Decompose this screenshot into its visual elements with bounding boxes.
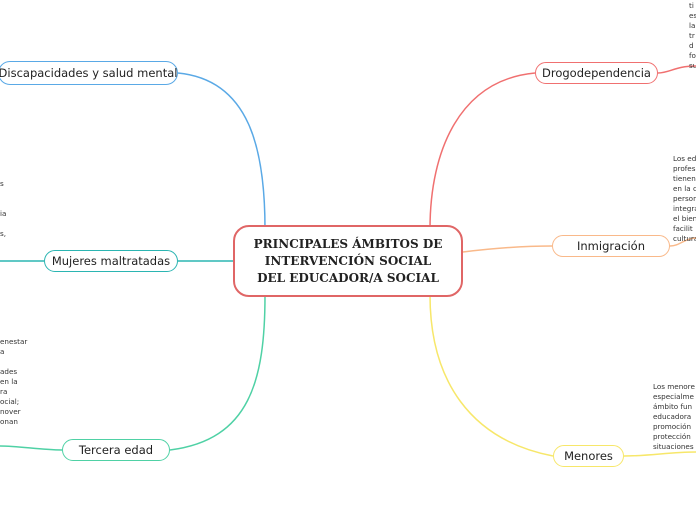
note-line: el bien: [673, 214, 696, 223]
topic-drogodependencia[interactable]: Drogodependencia: [535, 62, 658, 84]
note-line: Los menore: [653, 382, 695, 391]
topic-inmigracion-label: Inmigración: [577, 239, 645, 253]
central-title-line-2: INTERVENCIÓN SOCIAL: [264, 253, 432, 268]
note-line: ia: [0, 209, 7, 218]
note-mujeres: s ia s,: [0, 179, 6, 239]
note-line: ocial;: [0, 397, 20, 406]
topic-inmigracion[interactable]: Inmigración: [552, 235, 670, 257]
connector-inmigracion-note: [669, 237, 696, 247]
note-line: situaciones: [653, 442, 694, 451]
connector-discapacidades: [177, 72, 266, 230]
connector-tercera-edad: [169, 294, 266, 451]
note-line: [0, 357, 27, 367]
topic-menores-label: Menores: [564, 449, 613, 463]
topic-mujeres-label: Mujeres maltratadas: [51, 254, 171, 268]
note-line: a: [0, 347, 5, 356]
note-line: profes: [673, 164, 696, 173]
note-line: facilit: [673, 224, 693, 233]
note-line: integra: [673, 204, 696, 213]
topic-mujeres-maltratadas[interactable]: Mujeres maltratadas: [44, 250, 178, 272]
central-title-line-1: PRINCIPALES ÁMBITOS DE: [253, 236, 443, 251]
central-topic[interactable]: PRINCIPALES ÁMBITOS DE INTERVENCIÓN SOCI…: [233, 225, 463, 297]
topic-discapacidades-label: Discapacidades y salud mental: [0, 66, 178, 80]
note-line: la: [689, 21, 696, 30]
note-line: enestar: [0, 337, 28, 346]
note-line: s,: [0, 229, 7, 238]
note-drogodependencia: ti es la tr d fo su: [689, 1, 696, 71]
note-line: protección: [653, 432, 691, 441]
note-inmigracion: Los ed profes tienen en la c person inte…: [673, 154, 696, 244]
note-line: ti: [689, 1, 694, 10]
note-line: tr: [689, 31, 695, 40]
note-line: ámbito fun: [653, 402, 693, 411]
connector-menores-note: [623, 451, 696, 457]
connector-menores: [429, 294, 554, 457]
note-line: [0, 189, 6, 199]
topic-tercera-edad-label: Tercera edad: [78, 443, 154, 457]
note-line: especialme: [653, 392, 694, 401]
topic-drogodependencia-label: Drogodependencia: [542, 66, 651, 80]
note-line: d: [689, 41, 694, 50]
note-tercera-edad: enestar a ades en la ra ocial; nover ona…: [0, 337, 27, 427]
note-line: s: [0, 179, 4, 188]
topic-menores[interactable]: Menores: [553, 445, 624, 467]
note-line: [0, 199, 6, 209]
note-line: en la c: [673, 184, 696, 193]
topic-tercera-edad[interactable]: Tercera edad: [62, 439, 170, 461]
connector-inmigracion: [462, 245, 553, 253]
central-title-line-3: DEL EDUCADOR/A SOCIAL: [257, 270, 439, 285]
note-line: en la: [0, 377, 18, 386]
note-line: tienen: [673, 174, 696, 183]
topic-discapacidades[interactable]: Discapacidades y salud mental: [0, 61, 178, 85]
note-line: onan: [0, 417, 18, 426]
connector-drogodependencia: [429, 72, 536, 230]
note-line: educadora: [653, 412, 692, 421]
note-line: cultura: [673, 234, 696, 243]
note-line: person: [673, 194, 696, 203]
note-line: promoción: [653, 422, 692, 431]
connector-drogodependencia-note: [657, 65, 696, 74]
note-line: [0, 219, 6, 229]
note-line: fo: [689, 51, 696, 60]
note-line: nover: [0, 407, 21, 416]
note-line: es: [689, 11, 696, 20]
connector-tercera-edad-note: [0, 445, 63, 451]
note-line: ra: [0, 387, 8, 396]
note-line: su: [689, 61, 696, 70]
note-line: Los ed: [673, 154, 696, 163]
note-menores: Los menore especialme ámbito fun educado…: [653, 382, 695, 452]
note-line: ades: [0, 367, 18, 376]
